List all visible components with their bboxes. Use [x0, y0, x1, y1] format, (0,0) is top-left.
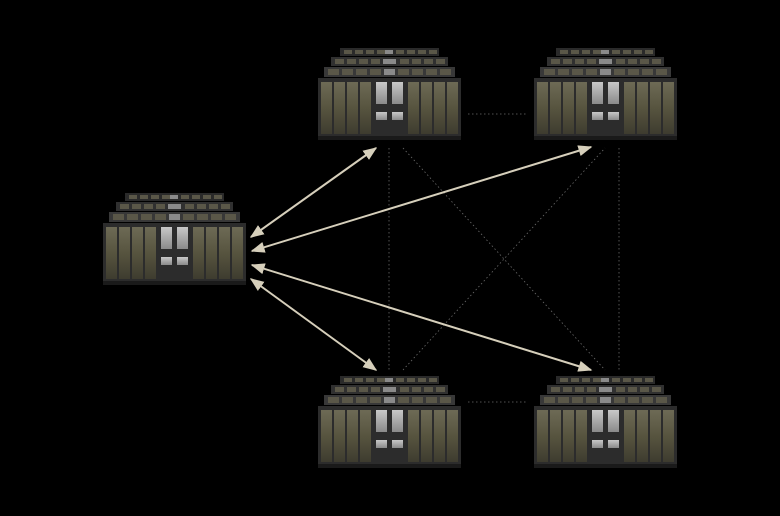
server-rack-icon-top-right [534, 48, 677, 140]
mesh-links [388, 113, 620, 403]
hub-arrows [249, 145, 593, 372]
server-rack-icon-hub [103, 193, 246, 285]
arrow-hub-top-right [250, 145, 593, 253]
server-rack-icon-bottom-middle [318, 376, 461, 468]
arrow-hub-top-middle [249, 147, 378, 238]
server-rack-icon-top-middle [318, 48, 461, 140]
server-rack-icon-bottom-right [534, 376, 677, 468]
arrow-hub-bottom-middle [249, 278, 378, 371]
